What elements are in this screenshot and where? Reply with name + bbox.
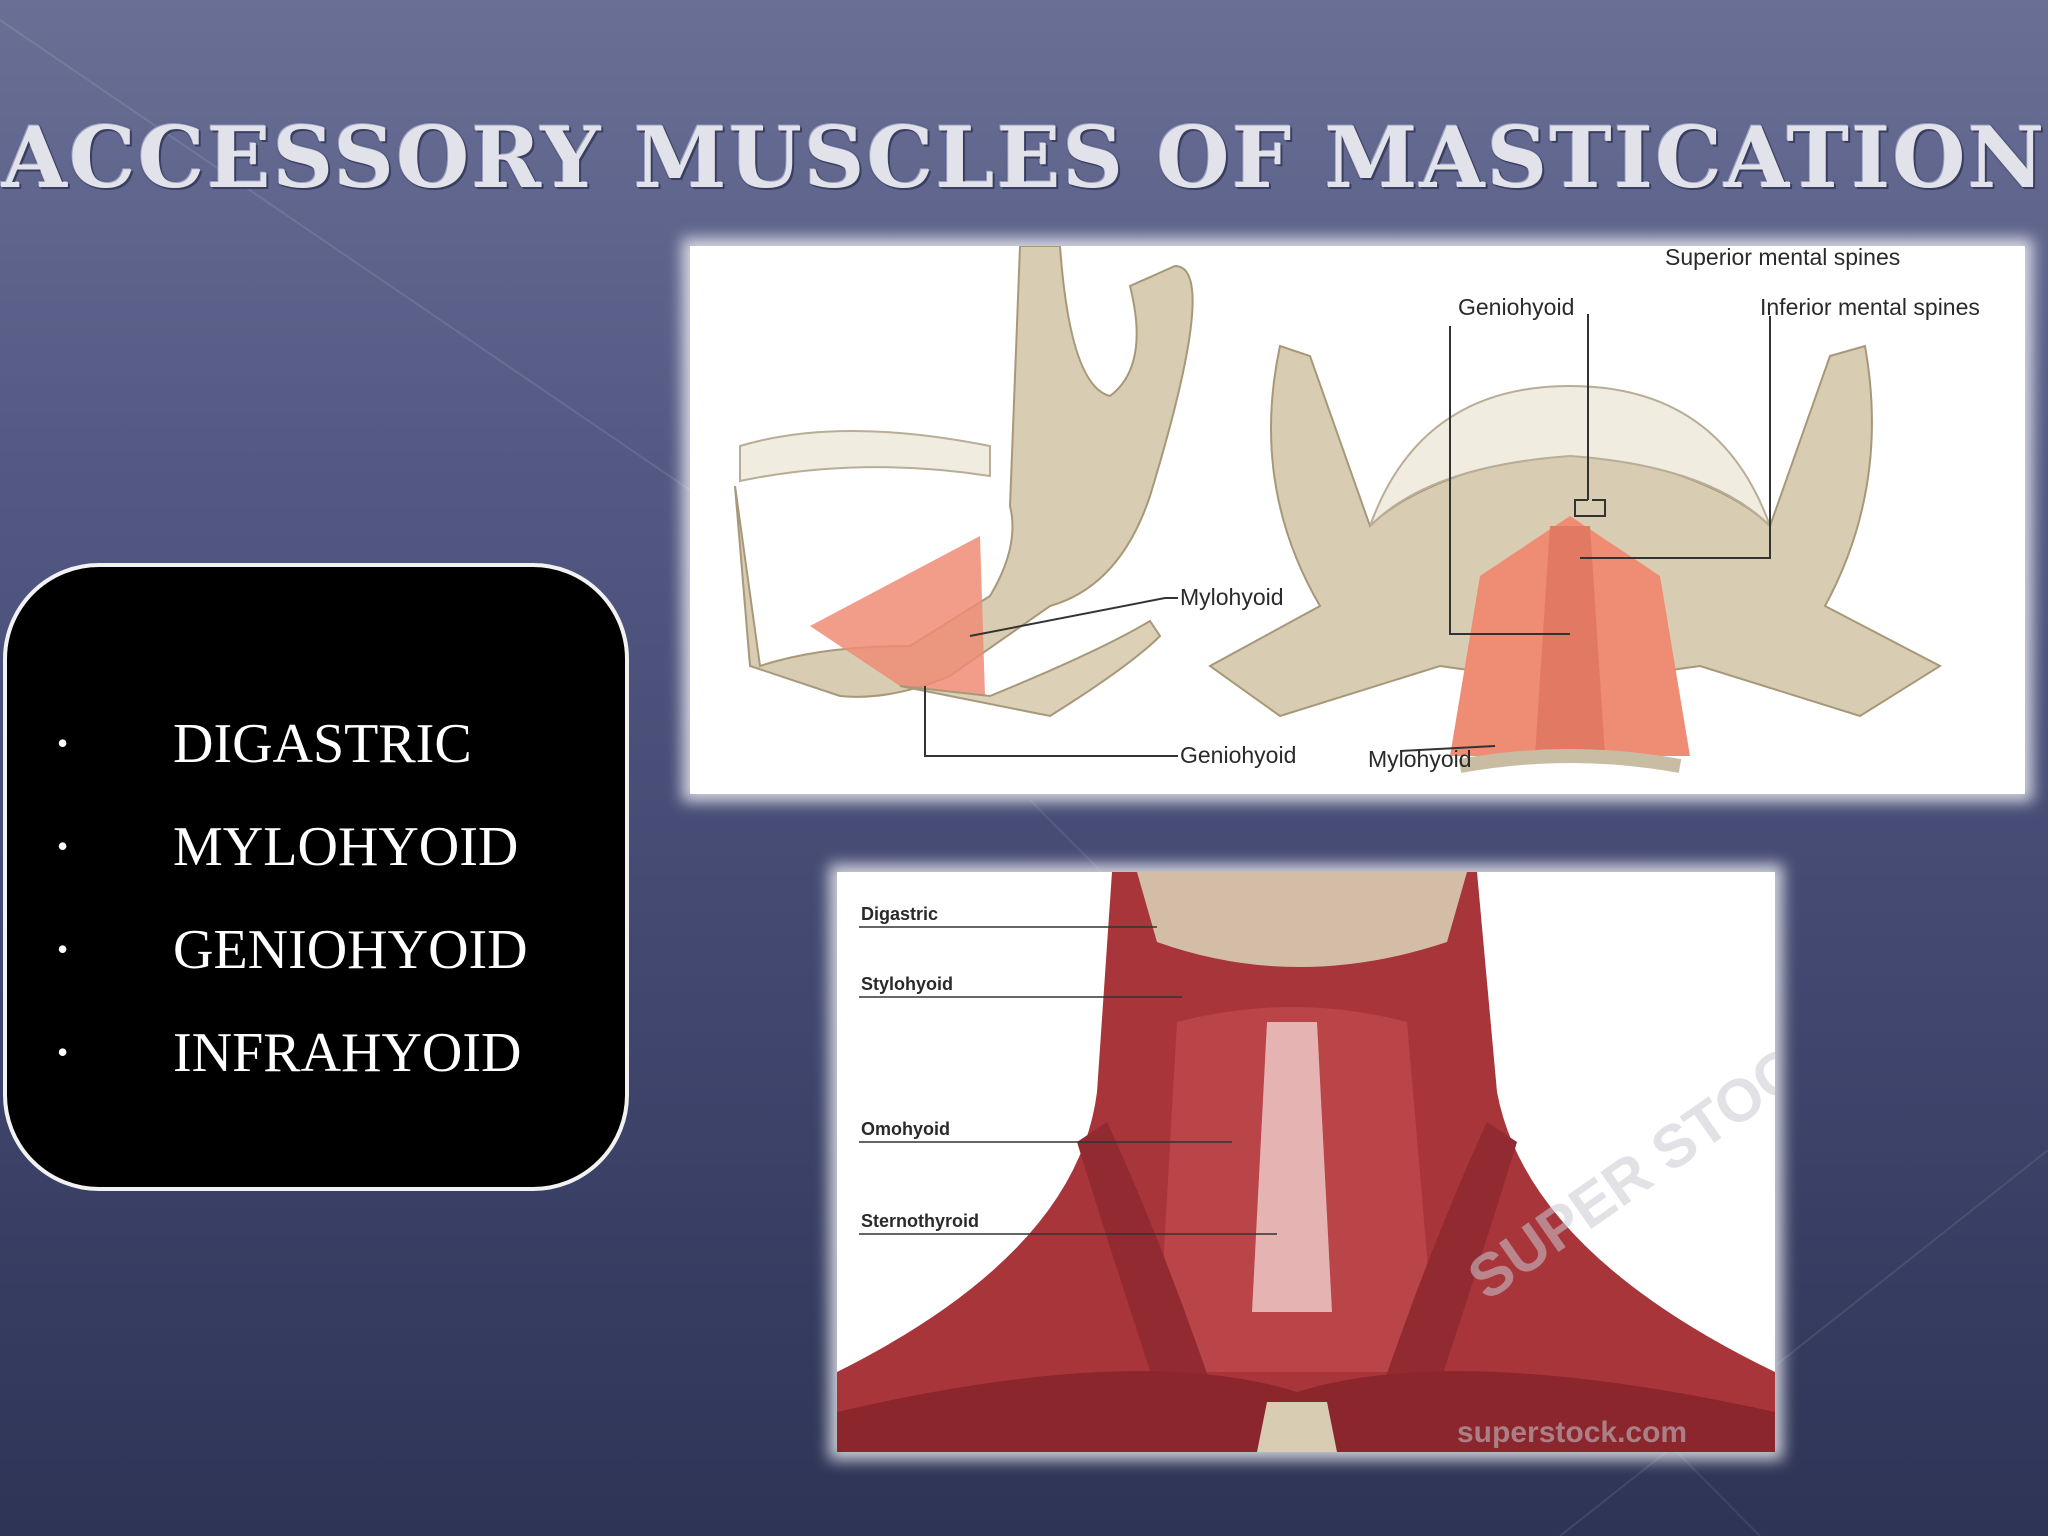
label-stylohyoid: Stylohyoid <box>861 974 953 994</box>
posterior-mandible-illustration <box>1208 344 1943 773</box>
label-omohyoid: Omohyoid <box>861 1119 950 1139</box>
bullet-dot: • <box>57 931 69 967</box>
label-lateral-geniohyoid: Geniohyoid <box>1180 742 1296 768</box>
bullet-dot: • <box>57 828 69 864</box>
bullet-dot: • <box>57 1034 69 1070</box>
label-sternothyroid: Sternothyroid <box>861 1211 979 1231</box>
watermark-url: superstock.com <box>1457 1416 1687 1449</box>
neck-illustration <box>837 872 1775 1452</box>
neck-muscles-figure: Digastric Stylohyoid Omohyoid Sternothyr… <box>837 872 1775 1452</box>
bullet-text: MYLOHYOID <box>173 815 519 878</box>
label-digastric: Digastric <box>861 904 938 924</box>
label-posterior-mylohyoid: Mylohyoid <box>1368 746 1472 772</box>
bullet-box: • DIGASTRIC • MYLOHYOID • GENIOHYOID • I… <box>3 563 629 1191</box>
label-inferior-mental-spines: Inferior mental spines <box>1760 294 1980 320</box>
bullet-list: • DIGASTRIC • MYLOHYOID • GENIOHYOID • I… <box>57 692 528 1104</box>
bullet-dot: • <box>57 725 69 761</box>
mandible-figure: Mylohyoid Geniohyoid Superior mental spi… <box>690 246 2025 794</box>
bullet-item: • INFRAHYOID <box>57 1001 528 1104</box>
label-leader-lines <box>924 314 1771 757</box>
slide-title: ACCESSORY MUSCLES OF MASTICATION <box>1 108 2047 208</box>
label-superior-mental-spines: Superior mental spines <box>1665 246 1900 270</box>
bullet-item: • DIGASTRIC <box>57 692 528 795</box>
label-posterior-geniohyoid: Geniohyoid <box>1458 294 1574 320</box>
bullet-text: GENIOHYOID <box>173 918 528 981</box>
label-leader-lines <box>859 926 1277 1235</box>
bullet-item: • GENIOHYOID <box>57 898 528 1001</box>
bullet-text: DIGASTRIC <box>173 712 472 775</box>
label-lateral-mylohyoid: Mylohyoid <box>1180 584 1284 610</box>
bullet-item: • MYLOHYOID <box>57 795 528 898</box>
bullet-text: INFRAHYOID <box>173 1021 522 1084</box>
lateral-mandible-illustration <box>734 246 1194 718</box>
